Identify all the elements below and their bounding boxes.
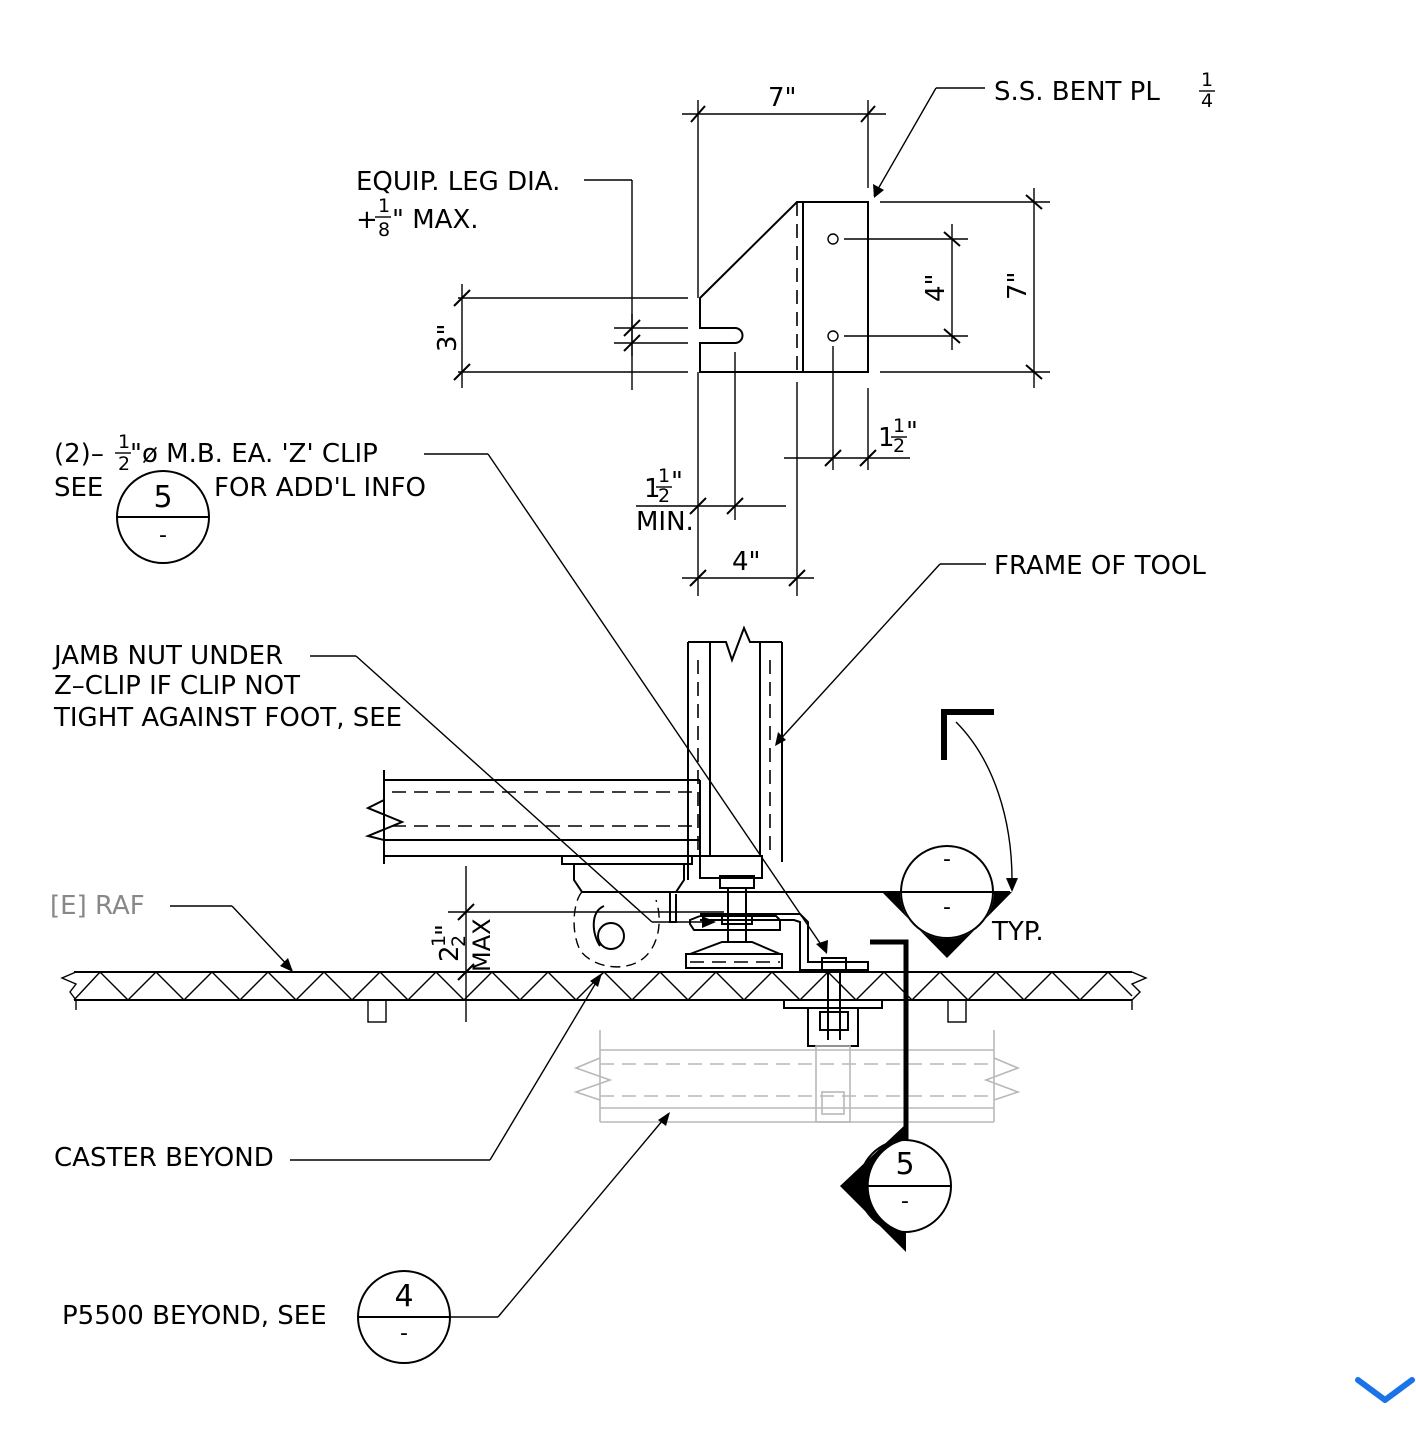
dim-clearance-num: 1 bbox=[428, 935, 450, 947]
caster-text: CASTER BEYOND bbox=[54, 1143, 274, 1173]
p5500-background bbox=[573, 1030, 1021, 1123]
section-number: - bbox=[943, 847, 951, 872]
jamb-line2: Z–CLIP IF CLIP NOT bbox=[54, 671, 300, 701]
equip-leg-label: EQUIP. LEG DIA. + 1 8 " MAX. bbox=[356, 167, 633, 390]
frame-of-tool-label: FRAME OF TOOL bbox=[775, 551, 1206, 746]
dim-edge-inch: " bbox=[906, 417, 918, 447]
jamb-line1: JAMB NUT UNDER bbox=[52, 641, 283, 671]
equip-leg-line2: " MAX. bbox=[392, 205, 479, 235]
dim-min-inch: " bbox=[671, 467, 683, 497]
jamb-line3: TIGHT AGAINST FOOT, SEE bbox=[53, 703, 402, 733]
detail-callout-mb[interactable]: 5 - bbox=[116, 470, 210, 564]
section-cut-marker[interactable]: - - TYP. bbox=[882, 709, 1044, 958]
dim-min-num: 1 bbox=[658, 465, 670, 487]
p5500-label: P5500 BEYOND, SEE 4 - bbox=[62, 1112, 670, 1364]
callout-lower-sheet: - bbox=[901, 1189, 909, 1214]
dim-top-width: 7" bbox=[768, 83, 797, 113]
dim-min-text: MIN. bbox=[636, 507, 694, 537]
raf-label: [E] RAF bbox=[50, 891, 293, 972]
bent-plate-num: 1 bbox=[1201, 69, 1213, 91]
dim-edge-den: 2 bbox=[893, 435, 905, 457]
dim-hole-spacing: 4" bbox=[921, 273, 951, 302]
max-text: MAX bbox=[468, 918, 496, 972]
raf-text: [E] RAF bbox=[50, 891, 145, 921]
raised-floor bbox=[60, 970, 1148, 1023]
p5500-text: P5500 BEYOND, SEE bbox=[62, 1301, 327, 1331]
callout-p5500-sheet: - bbox=[400, 1321, 408, 1346]
bent-plate-detail: 7" 7" 4" 3" 1 1 bbox=[433, 83, 1050, 596]
see-text: SEE bbox=[54, 473, 103, 503]
section-sheet: - bbox=[943, 895, 951, 920]
dim-clearance-den: 2 bbox=[448, 935, 470, 947]
callout-mb-sheet: - bbox=[159, 523, 167, 548]
callout-p5500-number: 4 bbox=[394, 1279, 413, 1314]
bent-plate-den: 4 bbox=[1201, 90, 1213, 112]
callout-lower-number: 5 bbox=[895, 1147, 914, 1182]
mb-pre: (2)– bbox=[54, 439, 104, 469]
equip-leg-plus: + bbox=[356, 205, 378, 235]
bent-plate-text: S.S. BENT PL bbox=[994, 77, 1160, 107]
dim-edge-num: 1 bbox=[893, 415, 905, 437]
mb-den: 2 bbox=[118, 453, 130, 475]
dim-clearance-inch: " bbox=[431, 924, 461, 936]
equip-leg-line1: EQUIP. LEG DIA. bbox=[356, 167, 560, 197]
mb-clip-label: (2)– 1 2 "ø M.B. EA. 'Z' CLIP SEE FOR AD… bbox=[54, 431, 828, 954]
dim-height: 7" bbox=[1003, 271, 1033, 300]
frame-of-tool-text: FRAME OF TOOL bbox=[994, 551, 1206, 581]
detail-callout-lower[interactable]: 5 - bbox=[840, 939, 952, 1252]
dim-slot-height: 3" bbox=[433, 323, 463, 352]
clearance-dimension: 2 1 2 " MAX bbox=[428, 866, 724, 1022]
mb-num: 1 bbox=[118, 431, 130, 453]
detail-callout-p5500[interactable]: 4 - bbox=[357, 1270, 451, 1364]
caster-label: CASTER BEYOND bbox=[54, 973, 602, 1173]
typ-text: TYP. bbox=[991, 917, 1044, 947]
equip-leg-den: 8 bbox=[378, 219, 390, 241]
dim-min-den: 2 bbox=[658, 485, 670, 507]
bent-plate-label: S.S. BENT PL 1 4 bbox=[873, 69, 1215, 198]
leveling-foot bbox=[669, 875, 1010, 1047]
chevron-down-icon[interactable] bbox=[1352, 1372, 1416, 1408]
caster bbox=[573, 891, 660, 968]
jamb-nut-label: JAMB NUT UNDER Z–CLIP IF CLIP NOT TIGHT … bbox=[52, 641, 716, 928]
addl-info-text: FOR ADD'L INFO bbox=[214, 473, 426, 503]
equip-leg-num: 1 bbox=[378, 195, 390, 217]
mb-post: "ø M.B. EA. 'Z' CLIP bbox=[130, 439, 378, 469]
dim-min-whole: 1 bbox=[644, 474, 661, 504]
tool-frame bbox=[364, 625, 783, 893]
dim-edge-whole: 1 bbox=[878, 423, 895, 453]
dim-bottom-width: 4" bbox=[732, 547, 761, 577]
callout-mb-number: 5 bbox=[153, 480, 172, 515]
dim-clearance-whole: 2 bbox=[435, 945, 465, 962]
